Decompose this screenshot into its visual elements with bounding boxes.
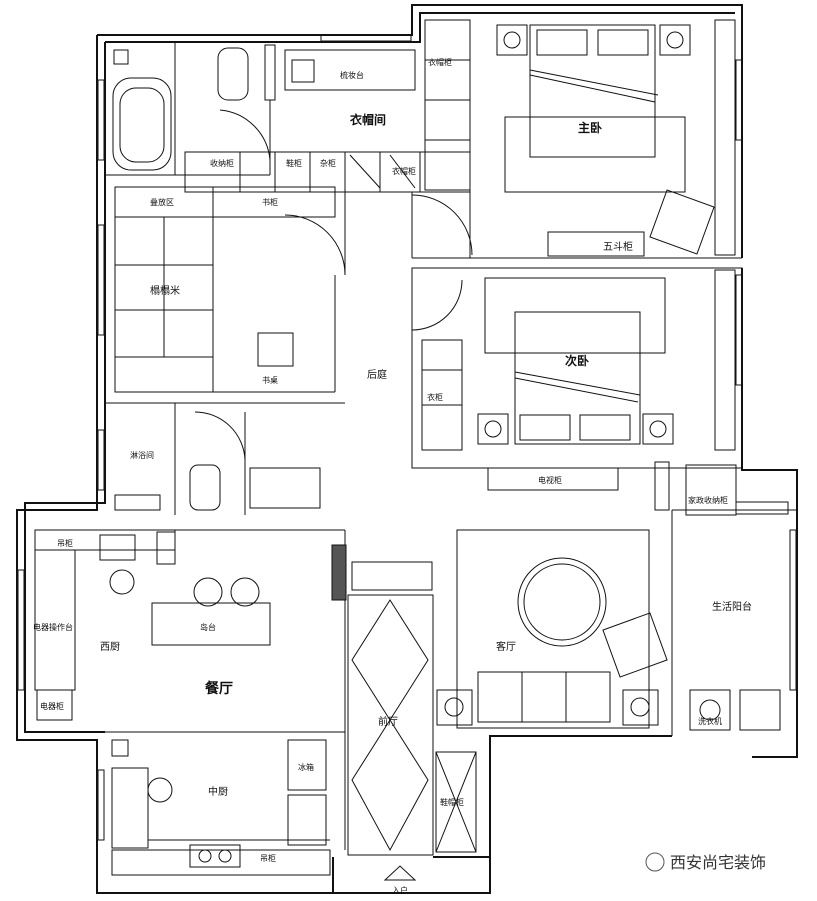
second-bedroom — [411, 267, 743, 491]
foyer-area — [347, 561, 477, 881]
master-bedroom — [411, 19, 742, 259]
western-kitchen — [34, 529, 347, 850]
living-room — [436, 461, 670, 729]
label-fridge-cabinet: 电器柜 — [40, 701, 64, 711]
label-second-bedroom: 次卧 — [565, 353, 589, 368]
label-misc-cabinet: 杂柜 — [320, 158, 336, 168]
label-entrance: 入户 — [392, 885, 408, 895]
master-bath — [105, 42, 276, 176]
label-western-kitchen: 西厨 — [100, 641, 120, 653]
label-folding-area: 叠放区 — [150, 197, 174, 207]
label-storage-cabinet: 收纳柜 — [210, 158, 234, 168]
label-dining-room: 餐厅 — [204, 680, 233, 697]
balcony — [671, 464, 797, 736]
wechat-icon — [645, 852, 665, 872]
room-labels: 梳妆台 衣帽间 衣帽柜 主卧 收纳柜 鞋柜 杂柜 衣帽柜 叠放区 书柜 榻榻米 … — [33, 57, 752, 895]
label-tatami: 榻榻米 — [150, 284, 180, 297]
label-washer: 洗衣机 — [698, 716, 722, 726]
label-foyer: 前厅 — [378, 715, 398, 728]
windows — [17, 34, 797, 841]
closet-area — [184, 19, 471, 193]
label-laundry-cabinet: 家政收纳柜 — [688, 495, 728, 505]
label-tv-cabinet: 电视柜 — [538, 475, 562, 485]
exterior-walls — [16, 4, 798, 894]
label-hanging-cabinet: 吊柜 — [57, 538, 73, 548]
middle-kitchen — [105, 731, 345, 876]
label-shower: 淋浴间 — [130, 450, 154, 460]
tatami-room — [114, 186, 346, 393]
label-fridge: 冰箱 — [298, 762, 314, 772]
label-hanging-cabinet-bottom: 吊柜 — [260, 853, 276, 863]
label-wardrobe-top: 衣帽柜 — [428, 57, 452, 67]
label-shoe-cabinet: 鞋帽柜 — [440, 797, 464, 807]
label-dressing-table: 梳妆台 — [340, 70, 364, 80]
label-wardrobe-right: 衣帽柜 — [392, 166, 416, 176]
label-middle-kitchen: 中厨 — [208, 785, 228, 798]
watermark-text: 西安尚宅装饰 — [670, 853, 766, 872]
label-backyard: 后庭 — [367, 368, 387, 381]
label-appliance-counter: 电器操作台 — [33, 622, 73, 632]
label-desk: 书桌 — [262, 375, 278, 385]
watermark: 西安尚宅装饰 — [645, 852, 766, 872]
label-master-bedroom: 主卧 — [578, 120, 602, 135]
label-wardrobe-second: 衣柜 — [427, 392, 443, 402]
label-shoe-cabinet-small: 鞋柜 — [286, 158, 302, 168]
label-island: 岛台 — [200, 622, 216, 632]
label-bookshelf: 书柜 — [262, 197, 278, 207]
label-balcony: 生活阳台 — [712, 600, 752, 613]
label-walk-in-closet: 衣帽间 — [350, 112, 386, 127]
label-living-room: 客厅 — [496, 640, 516, 653]
shower-area — [105, 402, 345, 515]
label-five-drawer: 五斗柜 — [603, 240, 633, 253]
